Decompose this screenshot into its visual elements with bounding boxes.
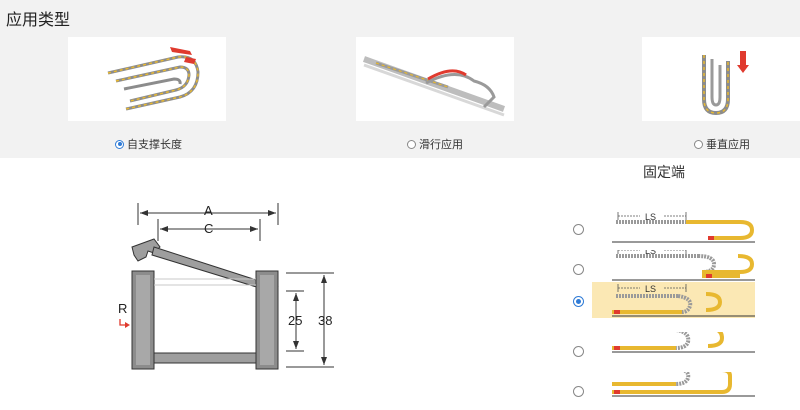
- thumb-gliding[interactable]: [356, 37, 514, 121]
- fixed-end-diagram-1-icon: LS: [612, 212, 755, 243]
- radio-button[interactable]: [694, 139, 703, 149]
- fixed-end-title: 固定端: [643, 164, 685, 180]
- app-type-label: 自支撑长度: [127, 139, 182, 151]
- ls-label: LS: [645, 250, 656, 256]
- fixed-end-option-4[interactable]: LS: [570, 332, 770, 368]
- app-type-label: 滑行应用: [419, 139, 463, 151]
- radio-button[interactable]: [573, 296, 584, 307]
- radio-button[interactable]: [573, 386, 584, 397]
- fixed-end-diagram-3-icon: LS: [612, 284, 755, 317]
- app-type-option-3[interactable]: 垂直应用: [694, 136, 750, 152]
- dim-label-c: C: [204, 221, 213, 236]
- fixed-end-diagram-4-icon: LS: [612, 332, 755, 353]
- chain-self-supporting-icon: [107, 47, 200, 111]
- app-type-label: 垂直应用: [706, 139, 750, 151]
- radio-button[interactable]: [573, 224, 584, 235]
- fixed-end-option-5[interactable]: LS: [570, 372, 770, 408]
- app-type-option-1[interactable]: 自支撑长度: [115, 136, 182, 152]
- application-type-panel: 应用类型 自支撑长度 滑行应用: [0, 0, 800, 158]
- dim-label-a: A: [204, 203, 213, 218]
- section-title: 应用类型: [6, 12, 71, 29]
- dim-height-outer: 38: [318, 313, 332, 328]
- ls-label: LS: [645, 212, 656, 222]
- chain-vertical-icon: [702, 51, 749, 116]
- ls-label: LS: [645, 284, 656, 294]
- fixed-end-option-2[interactable]: LS: [570, 250, 770, 286]
- app-type-option-2[interactable]: 滑行应用: [407, 136, 463, 152]
- fixed-end-option-1[interactable]: LS: [570, 210, 770, 246]
- fixed-end-option-3[interactable]: LS: [570, 282, 770, 318]
- chain-gliding-icon: [362, 56, 506, 117]
- radio-button[interactable]: [407, 139, 416, 149]
- fixed-end-diagram-2-icon: LS: [612, 250, 755, 281]
- fixed-end-diagram-5-icon: LS: [612, 372, 755, 397]
- radio-button[interactable]: [573, 346, 584, 357]
- radio-button[interactable]: [115, 139, 124, 149]
- radio-button[interactable]: [573, 264, 584, 275]
- thumb-vertical[interactable]: [642, 37, 800, 121]
- thumb-self-supporting[interactable]: [68, 37, 226, 121]
- chain-dimension-diagram: A C 25 38 R: [118, 203, 334, 370]
- dim-label-r: R: [118, 301, 127, 316]
- dim-height-inner: 25: [288, 313, 302, 328]
